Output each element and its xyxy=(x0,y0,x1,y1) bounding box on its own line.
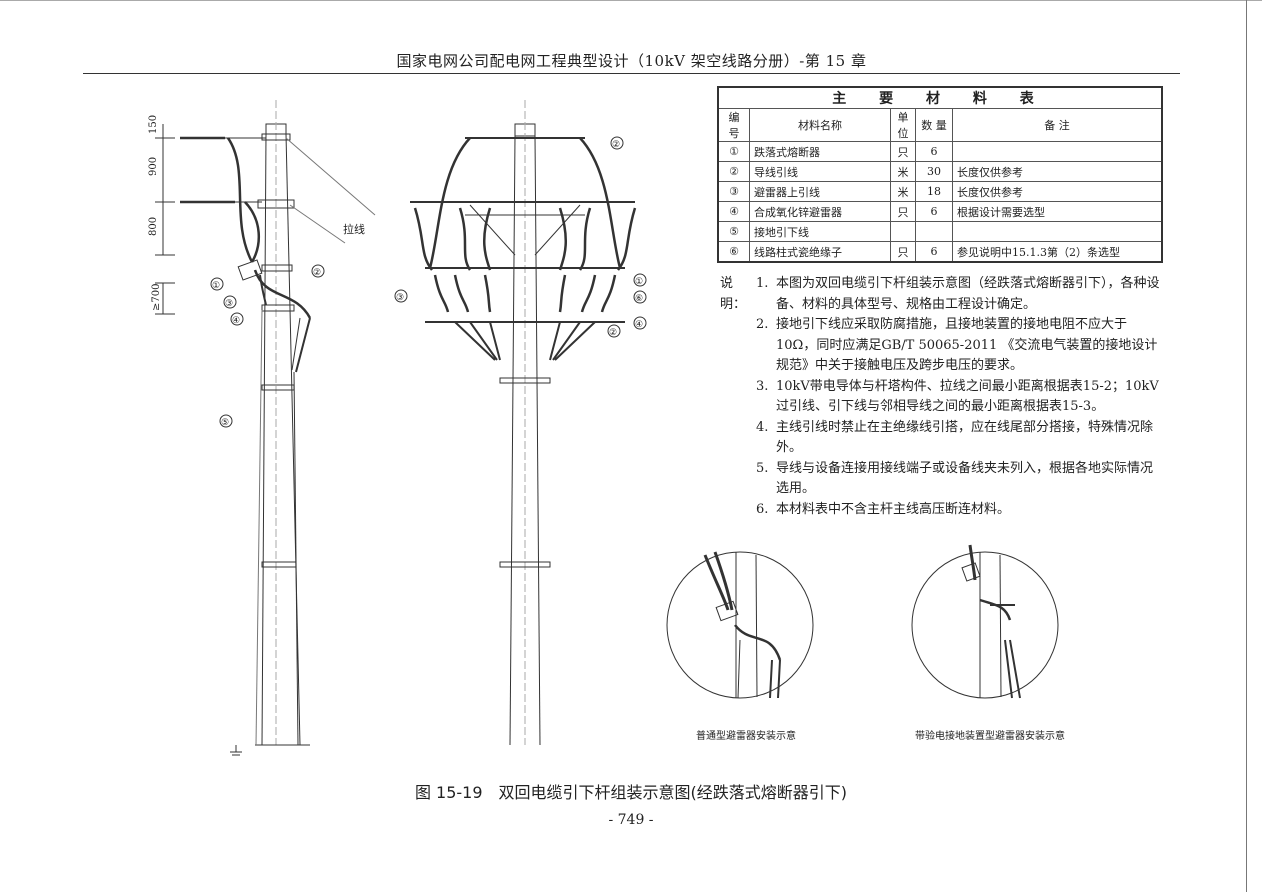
page-border-right xyxy=(1246,0,1247,892)
col-name: 材料名称 xyxy=(749,108,891,142)
notes-lead xyxy=(720,377,756,418)
cell-unit: 米 xyxy=(890,181,916,202)
note-text: 导线与设备连接用接线端子或设备线夹未列入，根据各地实际情况选用。 xyxy=(776,460,1154,497)
cell-remark: 参见说明中15.1.3第（2）条选型 xyxy=(952,241,1163,263)
note-number: 1. xyxy=(756,276,769,291)
note-item: 4. 主线引线时禁止在主绝缘线引搭，应在线尾部分搭接，特殊情况除外。 xyxy=(720,418,1160,459)
callout-3: ③ xyxy=(225,299,233,309)
figure-caption: 图 15-19 双回电缆引下杆组装示意图(经跌落式熔断器引下) xyxy=(414,783,848,802)
notes-lead xyxy=(720,500,756,521)
callout-2: ② xyxy=(313,268,321,278)
note-item: 5. 导线与设备连接用接线端子或设备线夹未列入，根据各地实际情况选用。 xyxy=(720,459,1160,500)
cell-qty xyxy=(915,221,953,242)
note-item: 3. 10kV带电导体与杆塔构件、拉线之间最小距离根据表15-2；10kV过引线、… xyxy=(720,377,1160,418)
front-view-pole xyxy=(394,100,647,746)
callout-front-2: ② xyxy=(612,140,620,150)
cell-remark xyxy=(952,141,1163,162)
cell-name: 跌落式熔断器 xyxy=(749,141,891,162)
note-number: 5. xyxy=(756,460,769,476)
dim-700: ≥700 xyxy=(151,284,162,311)
cell-unit: 只 xyxy=(890,201,916,222)
cell-qty: 6 xyxy=(915,141,953,162)
callout-4: ④ xyxy=(232,316,240,326)
note-text: 本材料表中不含主杆主线高压断连材料。 xyxy=(776,501,1011,517)
note-number: 4. xyxy=(756,419,769,435)
note-number: 2. xyxy=(756,317,769,332)
detail-right-label: 带验电接地装置型避雷器安装示意 xyxy=(915,731,1065,742)
cell-qty: 18 xyxy=(915,181,953,202)
table-header-row: 编 号 材料名称 单 位 数 量 备 注 xyxy=(717,108,1163,142)
cell-unit: 只 xyxy=(890,141,916,162)
page-header: 国家电网公司配电网工程典型设计（10kV 架空线路分册）-第 15 章 xyxy=(396,52,867,70)
page-border-top xyxy=(0,0,1262,1)
callout-front-4: ④ xyxy=(635,320,643,330)
cell-unit: 米 xyxy=(890,161,916,182)
cell-no: ① xyxy=(717,141,750,162)
callout-front-6: ⑥ xyxy=(635,294,643,304)
dim-900: 900 xyxy=(148,157,159,176)
notes-lead xyxy=(720,418,756,459)
side-view-pole xyxy=(155,100,376,756)
note-number: 3. xyxy=(756,378,769,394)
col-unit: 单 位 xyxy=(890,108,916,142)
cell-qty: 6 xyxy=(915,201,953,222)
cell-remark: 根据设计需要选型 xyxy=(952,201,1163,222)
note-item: 说明： 1. 本图为双回电缆引下杆组装示意图（经跌落式熔断器引下），各种设备、材料的… xyxy=(720,274,1160,315)
cell-no: ④ xyxy=(717,201,750,222)
notes-lead xyxy=(720,315,756,377)
cell-no: ② xyxy=(717,161,750,182)
cell-name: 避雷器上引线 xyxy=(749,181,891,202)
cell-no: ③ xyxy=(717,181,750,202)
dim-800: 800 xyxy=(148,217,159,236)
cell-unit xyxy=(890,221,916,242)
cell-name: 接地引下线 xyxy=(749,221,891,242)
cell-qty: 30 xyxy=(915,161,953,182)
detail-right xyxy=(911,544,1059,699)
callout-5: ⑤ xyxy=(221,418,229,428)
note-item: 2. 接地引下线应采取防腐措施，且接地装置的接地电阻不应大于10Ω，同时应满足GB… xyxy=(720,315,1160,377)
note-text: 主线引线时禁止在主绝缘线引搭，应在线尾部分搭接，特殊情况除外。 xyxy=(776,419,1154,456)
col-qty: 数 量 xyxy=(915,108,953,142)
detail-left xyxy=(666,551,814,699)
cell-qty: 6 xyxy=(915,241,953,263)
cell-unit: 只 xyxy=(890,241,916,263)
callout-front-3: ③ xyxy=(396,293,404,303)
guy-label: 拉线 xyxy=(343,222,365,236)
callout-front-2b: ② xyxy=(609,328,617,338)
notes-lead: 说明： xyxy=(720,276,747,312)
callout-1: ① xyxy=(212,281,220,291)
page-number: - 749 - xyxy=(608,812,654,828)
cell-name: 导线引线 xyxy=(749,161,891,182)
cell-no: ⑤ xyxy=(717,221,750,242)
cell-remark xyxy=(952,221,1163,242)
note-text: 10kV带电导体与杆塔构件、拉线之间最小距离根据表15-2；10kV过引线、引下… xyxy=(776,378,1159,415)
cell-no: ⑥ xyxy=(717,241,750,263)
cell-name: 线路柱式瓷绝缘子 xyxy=(749,241,891,263)
note-item: 6. 本材料表中不含主杆主线高压断连材料。 xyxy=(720,500,1160,521)
col-remark: 备 注 xyxy=(952,108,1163,142)
cell-remark: 长度仅供参考 xyxy=(952,161,1163,182)
note-number: 6. xyxy=(756,501,769,517)
col-no: 编 号 xyxy=(717,108,750,142)
callout-front-1: ① xyxy=(635,277,643,287)
note-text: 本图为双回电缆引下杆组装示意图（经跌落式熔断器引下），各种设备、材料的具体型号、… xyxy=(776,276,1160,312)
cell-remark: 长度仅供参考 xyxy=(952,181,1163,202)
table-title: 主 要 材 料 表 xyxy=(717,86,1163,109)
header-divider xyxy=(83,73,1180,74)
note-text: 接地引下线应采取防腐措施，且接地装置的接地电阻不应大于10Ω，同时应满足GB/T… xyxy=(776,317,1158,373)
notes-section: 说明： 1. 本图为双回电缆引下杆组装示意图（经跌落式熔断器引下），各种设备、材料的… xyxy=(720,274,1160,520)
cell-name: 合成氧化锌避雷器 xyxy=(749,201,891,222)
notes-lead xyxy=(720,459,756,500)
detail-left-label: 普通型避雷器安装示意 xyxy=(696,731,796,742)
dim-150: 150 xyxy=(148,115,159,134)
